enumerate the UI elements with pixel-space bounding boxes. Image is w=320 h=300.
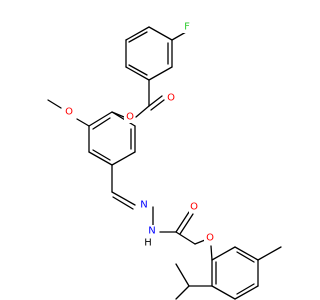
- ether-oxygen-label: O: [204, 232, 215, 244]
- amide-oxygen-symbol: O: [190, 202, 198, 213]
- hydrazide-nitrogen-symbol: N: [148, 226, 155, 237]
- hydrazide-nitrogen-label: N: [146, 225, 157, 237]
- ether-oxygen-symbol: O: [206, 233, 214, 244]
- ester-carbonyl-oxygen-label: O: [166, 92, 177, 104]
- imine-nitrogen-symbol: N: [140, 200, 147, 211]
- molecule-structure-diagram: F O O O N N H O: [47, 21, 282, 300]
- hydrazide-hydrogen-symbol: H: [144, 238, 152, 249]
- methoxy-oxygen-symbol: O: [65, 107, 73, 118]
- bond-lines: [47, 26, 282, 300]
- ester-carbonyl-oxygen-symbol: O: [167, 93, 175, 104]
- atom-labels: F O O O N N H O: [63, 21, 215, 249]
- hydrazide-hydrogen-label: H: [143, 237, 154, 249]
- amide-oxygen-label: O: [189, 201, 200, 213]
- imine-nitrogen-label: N: [138, 199, 149, 211]
- fluorine-atom-label: F: [182, 21, 193, 33]
- fluorine-symbol: F: [184, 22, 190, 33]
- ester-link-oxygen-symbol: O: [126, 112, 134, 123]
- methoxy-oxygen-label: O: [63, 106, 74, 118]
- ester-link-oxygen-label: O: [124, 111, 135, 123]
